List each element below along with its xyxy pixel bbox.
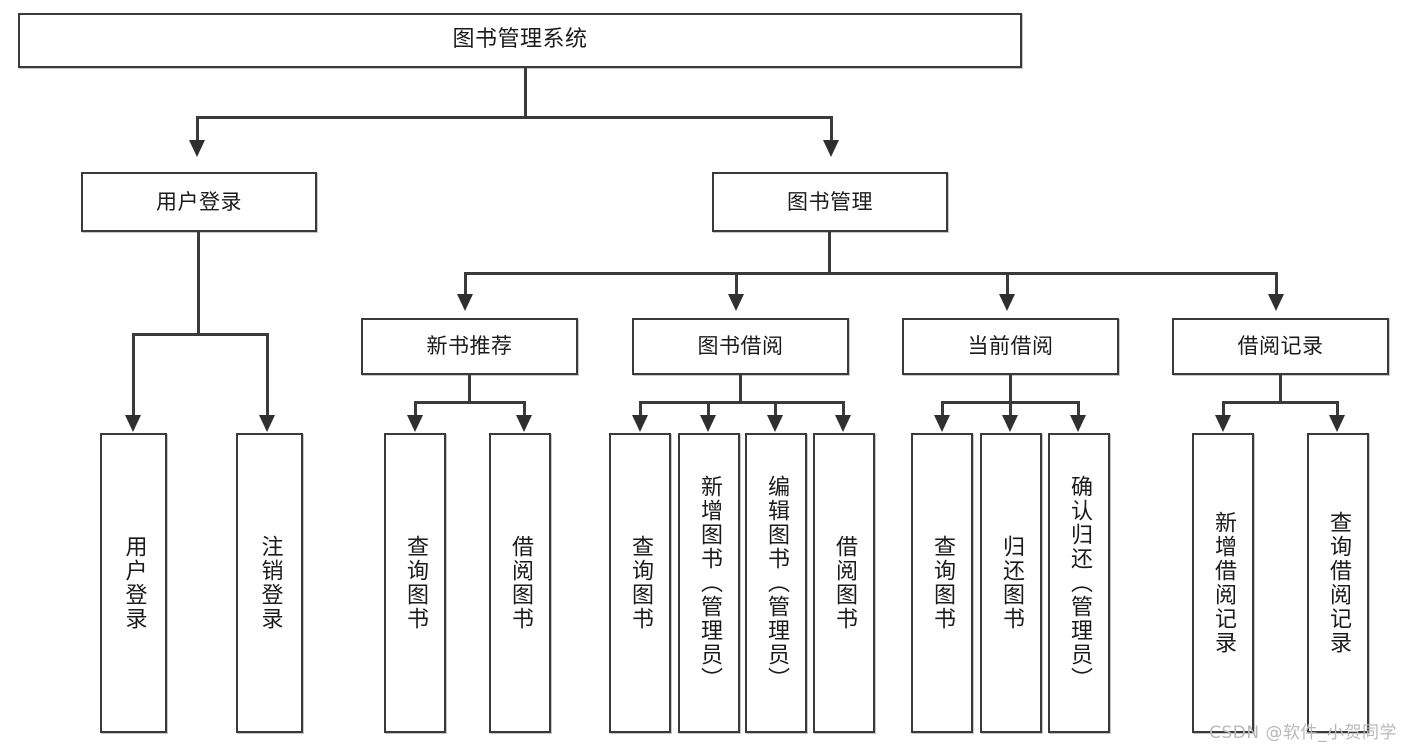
connector-book-manage-bus <box>464 272 1278 275</box>
arrowhead-to-user-login <box>189 140 205 157</box>
connector-nbr-leg-2 <box>523 401 526 417</box>
arrowhead-to-borrow-record <box>1268 294 1284 311</box>
connector-book-manage-stem <box>828 232 831 274</box>
arrowhead-leaf-1 <box>125 415 141 432</box>
node-book-management[interactable]: 图书管理 <box>712 172 948 232</box>
node-label: 图书借阅 <box>697 334 784 359</box>
connector-user-login-leg-2 <box>266 333 269 417</box>
node-label: 借阅图书 <box>507 535 533 631</box>
connector-br-stem <box>1279 375 1282 403</box>
arrowhead-leaf-6 <box>700 415 716 432</box>
leaf-borrow-book-1[interactable]: 借阅图书 <box>489 433 551 733</box>
leaf-query-book-3[interactable]: 查询图书 <box>911 433 973 733</box>
connector-bb-leg-2 <box>707 401 710 417</box>
node-user-login[interactable]: 用户登录 <box>81 172 317 232</box>
connector-user-login-leg-1 <box>132 333 135 417</box>
connector-bm-leg-1 <box>464 272 467 296</box>
node-label: 用户登录 <box>121 535 147 631</box>
arrowhead-to-new-book <box>457 294 473 311</box>
connector-bb-leg-3 <box>774 401 777 417</box>
arrowhead-leaf-10 <box>1002 415 1018 432</box>
arrowhead-leaf-7 <box>767 415 783 432</box>
connector-bb-stem <box>739 375 742 403</box>
node-label: 借阅记录 <box>1237 334 1324 359</box>
connector-root-stem <box>524 68 527 118</box>
node-label: 查询图书 <box>402 535 428 631</box>
connector-user-login-bus <box>132 333 269 336</box>
connector-root-bus <box>196 116 833 119</box>
node-label: 查询图书 <box>627 535 653 631</box>
arrowhead-leaf-3 <box>407 415 423 432</box>
node-label: 当前借阅 <box>967 334 1054 359</box>
connector-bm-leg-2 <box>735 272 738 296</box>
node-label: 编辑图书（管理员） <box>763 475 789 691</box>
connector-bb-bus <box>639 401 845 404</box>
leaf-query-borrow-record[interactable]: 查询借阅记录 <box>1307 433 1369 733</box>
connector-br-leg-2 <box>1336 401 1339 417</box>
node-current-borrow[interactable]: 当前借阅 <box>902 318 1119 375</box>
connector-bm-leg-3 <box>1006 272 1009 296</box>
connector-cb-leg-2 <box>1009 401 1012 417</box>
node-label: 新增图书（管理员） <box>696 475 722 691</box>
connector-cb-leg-3 <box>1077 401 1080 417</box>
connector-cb-stem <box>1009 375 1012 403</box>
node-label: 确认归还（管理员） <box>1066 475 1092 691</box>
node-label: 注销登录 <box>257 535 283 631</box>
node-label: 图书管理系统 <box>452 27 588 53</box>
node-label: 图书管理 <box>787 189 873 214</box>
arrowhead-leaf-4 <box>516 415 532 432</box>
connector-br-leg-1 <box>1222 401 1225 417</box>
node-label: 新书推荐 <box>426 334 513 359</box>
node-new-book-recommend[interactable]: 新书推荐 <box>361 318 578 375</box>
arrowhead-leaf-9 <box>934 415 950 432</box>
arrowhead-to-current-borrow <box>999 294 1015 311</box>
connector-root-leg-left <box>196 116 199 142</box>
leaf-return-book[interactable]: 归还图书 <box>980 433 1042 733</box>
node-book-borrow[interactable]: 图书借阅 <box>632 318 849 375</box>
node-label: 查询图书 <box>929 535 955 631</box>
leaf-edit-book-admin[interactable]: 编辑图书（管理员） <box>745 433 807 733</box>
leaf-logout[interactable]: 注销登录 <box>236 433 303 733</box>
arrowhead-to-book-borrow <box>728 294 744 311</box>
connector-nbr-bus <box>414 401 526 404</box>
connector-user-login-stem <box>197 232 200 335</box>
connector-root-leg-right <box>830 116 833 142</box>
connector-br-bus <box>1222 401 1339 404</box>
connector-nbr-stem <box>468 375 471 403</box>
connector-bb-leg-1 <box>639 401 642 417</box>
leaf-query-book-1[interactable]: 查询图书 <box>384 433 446 733</box>
leaf-user-login[interactable]: 用户登录 <box>100 433 167 733</box>
leaf-add-book-admin[interactable]: 新增图书（管理员） <box>678 433 740 733</box>
node-root-system[interactable]: 图书管理系统 <box>18 13 1022 68</box>
leaf-add-borrow-record[interactable]: 新增借阅记录 <box>1192 433 1254 733</box>
arrowhead-leaf-5 <box>632 415 648 432</box>
node-label: 借阅图书 <box>831 535 857 631</box>
arrowhead-leaf-13 <box>1329 415 1345 432</box>
node-label: 用户登录 <box>156 189 242 214</box>
connector-bb-leg-4 <box>842 401 845 417</box>
arrowhead-leaf-11 <box>1070 415 1086 432</box>
connector-cb-leg-1 <box>941 401 944 417</box>
arrowhead-leaf-12 <box>1215 415 1231 432</box>
arrowhead-to-book-manage <box>823 140 839 157</box>
node-label: 归还图书 <box>998 535 1024 631</box>
node-borrow-record[interactable]: 借阅记录 <box>1172 318 1389 375</box>
connector-nbr-leg-1 <box>414 401 417 417</box>
node-label: 新增借阅记录 <box>1210 511 1236 655</box>
leaf-borrow-book-2[interactable]: 借阅图书 <box>813 433 875 733</box>
leaf-query-book-2[interactable]: 查询图书 <box>609 433 671 733</box>
arrowhead-leaf-2 <box>259 415 275 432</box>
arrowhead-leaf-8 <box>835 415 851 432</box>
connector-bm-leg-4 <box>1275 272 1278 296</box>
leaf-confirm-return-admin[interactable]: 确认归还（管理员） <box>1048 433 1110 733</box>
node-label: 查询借阅记录 <box>1325 511 1351 655</box>
csdn-watermark: CSDN @软件_小贺同学 <box>1209 723 1397 743</box>
